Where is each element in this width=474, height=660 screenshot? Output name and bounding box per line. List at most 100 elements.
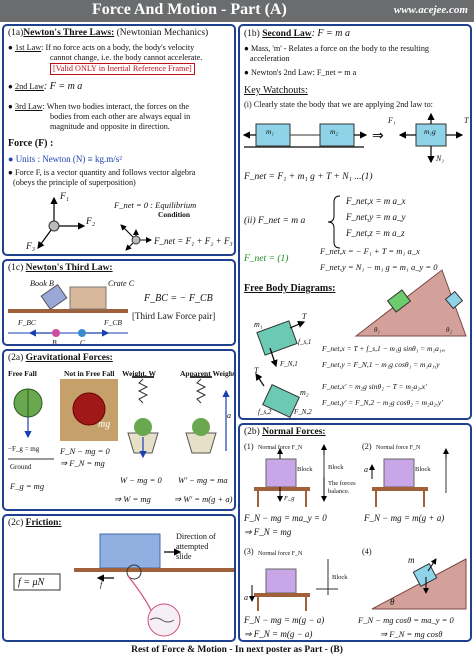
case-1-block-fbd-label: Block <box>328 464 344 471</box>
fbd-m2-label: m₂ <box>300 388 309 397</box>
fg-mg-label: −F_g = mg <box>8 445 40 453</box>
fcb-label: F_CB <box>104 318 122 327</box>
apparent-eq: W' − mg = ma <box>178 475 228 485</box>
fbd-m1g-label: m₁g <box>424 127 436 136</box>
tension-label: T <box>464 116 469 125</box>
b-label: B <box>52 338 57 346</box>
friction-diagram <box>13 533 234 637</box>
site-url[interactable]: www.acejee.com <box>393 4 468 16</box>
f3-label: F₃ <box>26 242 36 252</box>
case-3-result: ⇒ F_N = m(g − a) <box>244 629 313 639</box>
case-2-eq: F_N − mg = m(g + a) <box>364 513 445 523</box>
fg-eq: F_g = mg <box>10 481 45 491</box>
balance-line2: balance. <box>328 488 350 495</box>
friction-force-label: f <box>100 580 103 589</box>
case-2-block-label: Block <box>415 466 431 473</box>
fbd-tension-label: T <box>302 312 307 321</box>
direction-line3: slide <box>176 552 192 561</box>
case-3-block-label: Block <box>332 574 348 581</box>
section-1a: (1a)Newton's Three Laws: (Newtonian Mech… <box>2 24 236 256</box>
case-3-normal-label: Normal force F_N <box>258 551 303 557</box>
component-z-eq: F_net,z = m a_z <box>346 228 405 238</box>
vector-line1: ● Force F, is a vector quantity and foll… <box>8 168 196 177</box>
condition-label: Condition <box>158 210 191 219</box>
friction-formula: f = μN <box>18 577 45 588</box>
law3: ● 3rd Law: When two bodies interact, the… <box>8 102 190 111</box>
svg-text:⇒: ⇒ <box>372 128 384 144</box>
section-2a: (2a) Gravitational Forces: Free Fall Not… <box>2 349 236 511</box>
case-2-accel-label: a <box>364 465 368 474</box>
from-eq1-y: F_net,y = N₁ − m₁ g = m₁ a_y = 0 <box>320 262 438 272</box>
law1-note: [Valid ONLY in Inertial Reference Frame] <box>50 63 195 75</box>
footer-note: Rest of Force & Motion - In next poster … <box>131 645 343 655</box>
law2-line: ● Newton's 2nd Law: F_net = m a <box>244 68 357 77</box>
case-4-mass-label: m <box>408 555 415 565</box>
f1-label: F₁ <box>60 192 70 202</box>
theta1-label: θ₁ <box>374 326 380 334</box>
fn-eq: ⇒ F_N = mg <box>60 458 105 468</box>
fnet-sum-eq: F_net = F₁ + F₂ + F₃ <box>154 236 233 246</box>
law1-line2: cannot change, i.e. the body cannot acce… <box>50 53 203 62</box>
section-2b-heading: (2b) Normal Forces: <box>244 427 326 437</box>
mass-line1: ● Mass, 'm' - Relates a force on the bod… <box>244 44 430 53</box>
book-label: Book B <box>30 279 54 288</box>
fnet-full-eq: F_net = F₁ + m₁ g + T + N₁ ...(1) <box>244 172 373 182</box>
mass-line2: acceleration <box>250 54 290 63</box>
case-3-label: (3) <box>244 547 254 556</box>
w-mg-eq: W − mg = 0 <box>120 475 162 485</box>
fs1-label: f_s,1 <box>298 338 312 346</box>
fn-mg-eq: F_N − mg = 0 <box>60 446 110 456</box>
case-2-label: (2) <box>362 442 372 451</box>
case-1-normal-label: Normal force F_N <box>258 445 303 451</box>
fbd-eq2: F_net,y = F_N,1 − m₁g cosθ₁ = m₁a₁,y <box>322 360 440 369</box>
fbd-eq3: F_net,x' = m₂g sinθ₂ − T = m₂a₂,x' <box>322 382 427 391</box>
section-1c-heading: (1c) Newton's Third Law: <box>8 263 113 273</box>
law2: ● 2nd Law: F = m a <box>8 81 83 92</box>
case-3-accel-label: a <box>244 593 248 602</box>
block-m1-label: m₁ <box>266 127 275 136</box>
case-1-label: (1) <box>244 442 254 451</box>
law3-line3: magnitude and opposite in direction. <box>50 122 170 131</box>
crate-label: Crate C <box>108 279 135 288</box>
from-eq1: F_net = (1) <box>244 254 289 264</box>
theta2-label: θ₂ <box>446 326 452 334</box>
page-title: Force And Motion - Part (A) <box>92 1 287 18</box>
title-bar: Force And Motion - Part (A) www.acejee.c… <box>0 0 474 22</box>
fbd-tension-2-label: T <box>254 366 259 375</box>
case-1-result: ⇒ F_N = mg <box>244 527 292 537</box>
fbd-eq1: F_net,x = T + f_s,1 − m₁g sinθ₁ = m₁a₁,ₓ <box>322 344 446 353</box>
not-free-fall-label: Not in Free Fall <box>64 369 115 378</box>
watchout-1: (i) Clearly state the body that we are a… <box>244 100 433 109</box>
law1: ● 1st Law: If no force acts on a body, t… <box>8 43 195 52</box>
gravity-diagrams <box>8 376 230 460</box>
equilibrium-eq: F_net = 0 : Equilibrium <box>114 200 197 210</box>
force-vectors-diagram <box>37 196 152 251</box>
component-x-eq: F_net,x = m a_x <box>346 196 406 206</box>
normal-label: N₁ <box>436 154 445 163</box>
section-1a-heading: (1a)Newton's Three Laws: (Newtonian Mech… <box>8 28 209 38</box>
section-1b-heading: (1b) Second Law: F = m a <box>244 28 350 39</box>
case-4-eq: F_N − mg cosθ = ma_y = 0 <box>358 615 454 625</box>
acceleration-label: a <box>227 411 231 420</box>
fbd-eq4: F_net,y' = F_N,2 − m₂g cosθ₂ = m₂a₂,y' <box>322 398 443 407</box>
section-1b: (1b) Second Law: F = m a ● Mass, 'm' - R… <box>238 24 472 420</box>
fbd-heading: Free Body Diagrams: <box>244 283 336 294</box>
f1-force-label: F₁ <box>388 116 396 125</box>
case-4-theta-label: θ <box>390 597 395 607</box>
balance-line1: The forces <box>328 480 356 487</box>
section-1c: (1c) Newton's Third Law: Book B Crate C … <box>2 259 236 346</box>
from-eq1-x: F_net,x = − F₁ + T = m₁ a_x <box>320 246 420 256</box>
case-1-eq: F_N − mg = ma_y = 0 <box>244 513 327 523</box>
section-2c: (2c) Friction: f = μN Direction of attem… <box>2 514 236 642</box>
free-fall-label: Free Fall <box>8 369 37 378</box>
incline-diagram <box>255 269 467 418</box>
ground-label: Ground <box>10 463 32 471</box>
weight-label: Weight, W <box>122 369 157 378</box>
vector-line2: (obeys the principle of superposition) <box>13 178 136 187</box>
force-heading: Force (F) : <box>8 138 54 149</box>
third-law-note: [Third Law Force pair] <box>132 311 216 321</box>
block-m2-label: m₂ <box>330 127 339 136</box>
fbc-label: F_BC <box>18 318 36 327</box>
case-3-eq: F_N − mg = m(g − a) <box>244 615 325 625</box>
case-4-label: (4) <box>362 547 372 556</box>
